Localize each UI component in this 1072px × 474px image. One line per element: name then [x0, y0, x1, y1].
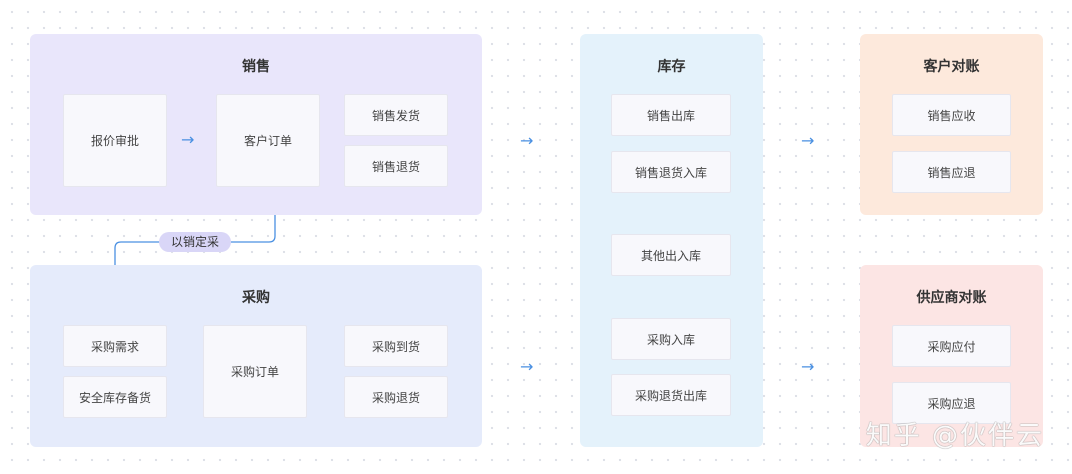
- supplier-recon-title: 供应商对账: [916, 290, 987, 306]
- inventory-panel: 库存 销售出库 销售退货入库 其他出入库 采购入库 采购退货出库: [580, 34, 763, 447]
- quote-approval-box[interactable]: 报价审批: [63, 94, 167, 187]
- sales-shipment-box[interactable]: 销售发货: [344, 94, 448, 136]
- other-io-box[interactable]: 其他出入库: [611, 234, 731, 276]
- purchase-payable-box[interactable]: 采购应付: [892, 325, 1011, 367]
- inventory-to-supplier-arrow: →: [801, 357, 815, 376]
- sales-refund-box[interactable]: 销售应退: [892, 151, 1011, 193]
- watermark: 知乎 @伙伴云: [865, 421, 1044, 451]
- sales-return-in-box[interactable]: 销售退货入库: [611, 151, 731, 193]
- inventory-to-customer-arrow: →: [801, 131, 815, 150]
- sales-panel: 销售 报价审批 客户订单 销售发货 销售退货: [30, 34, 482, 215]
- purchase-to-inventory-arrow: →: [520, 357, 534, 376]
- purchase-title: 采购: [242, 290, 270, 306]
- purchase-return-out-box[interactable]: 采购退货出库: [611, 374, 731, 416]
- purchase-panel: 采购 采购需求 安全库存备货 采购订单 采购到货 采购退货: [30, 265, 482, 447]
- purchase-in-box[interactable]: 采购入库: [611, 318, 731, 360]
- sales-return-box[interactable]: 销售退货: [344, 145, 448, 187]
- customer-order-box[interactable]: 客户订单: [216, 94, 320, 187]
- sales-to-inventory-arrow: →: [520, 131, 534, 150]
- purchase-refund-box[interactable]: 采购应退: [892, 382, 1011, 424]
- purchase-return-box[interactable]: 采购退货: [344, 376, 448, 418]
- sales-to-purchase-tag: 以销定采: [159, 232, 232, 252]
- customer-recon-panel: 客户对账 销售应收 销售应退: [860, 34, 1043, 215]
- purchase-arrival-box[interactable]: 采购到货: [344, 325, 448, 367]
- supplier-recon-panel: 供应商对账 采购应付 采购应退: [860, 265, 1043, 447]
- sales-title: 销售: [242, 59, 270, 75]
- inventory-title: 库存: [657, 59, 686, 75]
- safety-stock-box[interactable]: 安全库存备货: [63, 376, 167, 418]
- sales-receivable-box[interactable]: 销售应收: [892, 94, 1011, 136]
- sales-out-box[interactable]: 销售出库: [611, 94, 731, 136]
- purchase-demand-box[interactable]: 采购需求: [63, 325, 167, 367]
- quote-to-order-arrow: →: [181, 130, 195, 149]
- customer-recon-title: 客户对账: [923, 59, 980, 75]
- purchase-order-box[interactable]: 采购订单: [203, 325, 307, 418]
